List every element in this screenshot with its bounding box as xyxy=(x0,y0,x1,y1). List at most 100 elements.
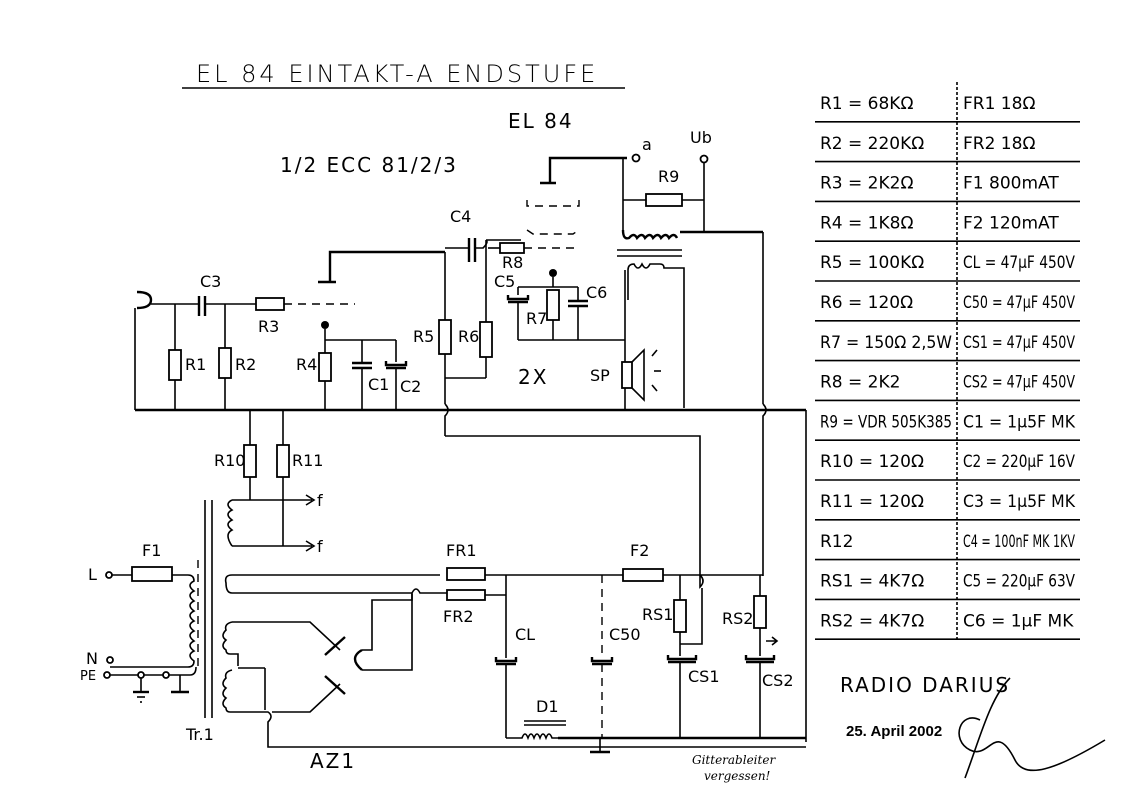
c3-label: C3 xyxy=(200,272,221,291)
r7-label: R7 xyxy=(526,309,547,328)
note-line-2: vergessen! xyxy=(704,769,771,783)
c5-label: C5 xyxy=(494,272,515,291)
neutral-terminal[interactable] xyxy=(106,656,114,664)
r2-label: R2 xyxy=(235,355,256,374)
cs1-capacitor xyxy=(666,655,698,661)
power-tube-label: EL 84 xyxy=(508,109,574,133)
r4-resistor xyxy=(318,352,332,382)
cl-capacitor xyxy=(494,657,518,663)
twox-label: 2X xyxy=(518,365,548,389)
heater-out-2-label: f xyxy=(317,537,323,556)
table-cell-resistor: R7 = 150Ω 2,5W xyxy=(820,333,952,353)
table-cell-component: FR1 18Ω xyxy=(963,94,1035,114)
fr2-resistor xyxy=(446,589,486,601)
rs2-resistor xyxy=(753,595,767,629)
table-cell-component: C1 = 1µ5F MK xyxy=(963,412,1076,432)
table-cell-component: CS1 = 47µF 450V xyxy=(963,333,1075,353)
r9-label: R9 xyxy=(658,167,679,186)
c6-label: C6 xyxy=(586,283,607,302)
r10-resistor xyxy=(243,444,257,478)
r2-resistor xyxy=(218,347,232,379)
output-transformer-secondary xyxy=(627,262,685,408)
signature-name: RADIO DARIUS xyxy=(840,673,1010,697)
neutral-terminal-label: N xyxy=(86,649,98,668)
r11-resistor xyxy=(276,444,290,478)
f1-label: F1 xyxy=(142,541,161,560)
fr1-label: FR1 xyxy=(446,541,477,560)
c2-capacitor xyxy=(384,361,408,367)
c5-capacitor xyxy=(506,295,530,301)
rails xyxy=(135,408,807,742)
table-cell-component: C5 = 220µF 63V xyxy=(963,572,1075,592)
r9-resistor xyxy=(645,193,683,207)
table-cell-component: C50 = 47µF 450V xyxy=(963,293,1075,313)
input-jack-icon[interactable] xyxy=(136,290,153,310)
c50-capacitor xyxy=(590,657,614,663)
c1-label: C1 xyxy=(368,375,389,394)
cs2-label: CS2 xyxy=(762,671,794,690)
cs2-capacitor xyxy=(744,655,776,661)
table-cell-resistor: R8 = 2K2 xyxy=(820,373,900,393)
table-cell-component: F1 800mAT xyxy=(963,174,1059,194)
hv-winding-2 xyxy=(222,669,806,748)
d1-label: D1 xyxy=(536,697,559,716)
az1-rectifier-cathode xyxy=(353,648,363,671)
table-cell-resistor: R4 = 1K8Ω xyxy=(820,213,913,233)
r11-label: R11 xyxy=(292,451,323,470)
f2-fuse xyxy=(622,568,664,582)
cathode-node xyxy=(321,321,329,329)
r7-resistor xyxy=(546,289,560,321)
heater-out-1-label: f xyxy=(317,491,323,510)
r1-resistor xyxy=(168,349,182,381)
table-cell-component: C2 = 220µF 16V xyxy=(963,452,1075,472)
table-cell-component: CS2 = 47µF 450V xyxy=(963,373,1075,393)
line-terminal-label: L xyxy=(88,565,97,584)
rs1-label: RS1 xyxy=(642,605,673,624)
c4-label: C4 xyxy=(450,207,471,226)
signature-date: 25. April 2002 xyxy=(846,723,942,740)
ub-terminal[interactable] xyxy=(699,154,709,164)
hv-winding-1 xyxy=(222,621,239,666)
r8-label: R8 xyxy=(502,253,523,272)
table-cell-resistor: R5 = 100KΩ xyxy=(820,253,924,273)
rs1-resistor xyxy=(673,599,687,633)
r6-label: R6 xyxy=(458,327,479,346)
preamp-tube-label: 1/2 ECC 81/2/3 xyxy=(280,153,458,177)
earth-terminal-label: PE xyxy=(80,669,96,684)
line-terminal[interactable] xyxy=(105,571,113,579)
anode-terminal[interactable] xyxy=(631,153,641,163)
f2-label: F2 xyxy=(630,541,649,560)
note-line-1: Gitterableiter xyxy=(692,753,776,767)
transformer-label: Tr.1 xyxy=(185,725,214,744)
table-cell-resistor: R1 = 68KΩ xyxy=(820,94,913,114)
power-stage: a Ub R9 C5 R7 C6 xyxy=(494,128,767,576)
ub-label: Ub xyxy=(690,128,712,147)
table-cell-resistor: R2 = 220KΩ xyxy=(820,134,924,154)
c50-label: C50 xyxy=(609,625,641,644)
table-cell-resistor: R3 = 2K2Ω xyxy=(820,174,913,194)
table-cell-resistor: R9 = VDR 505K385 xyxy=(820,412,952,432)
table-cell-resistor: R12 xyxy=(820,532,853,552)
r5-label: R5 xyxy=(413,327,434,346)
rs2-label: RS2 xyxy=(722,609,753,628)
table-cell-component: F2 120mAT xyxy=(963,213,1059,233)
table-cell-component: C6 = 1µF MK xyxy=(963,611,1074,631)
input-section: C3 R3 R1 R2 R4 C1 C2 xyxy=(134,207,580,436)
r3-resistor xyxy=(255,297,285,311)
table-cell-resistor: RS2 = 4K7Ω xyxy=(820,611,924,631)
d1-choke xyxy=(506,733,562,741)
f1-fuse xyxy=(131,566,173,582)
speaker-label: SP xyxy=(590,366,610,385)
signature-scribble xyxy=(958,677,1106,779)
r3-label: R3 xyxy=(258,317,279,336)
fr2-label: FR2 xyxy=(443,607,474,626)
heater-winding xyxy=(227,499,234,547)
mains-primary-winding xyxy=(110,574,196,668)
schematic-title: EL 84 EINTAKT-A ENDSTUFE xyxy=(196,60,598,88)
rectifier-heater-winding xyxy=(224,574,412,594)
speaker-icon xyxy=(621,361,633,389)
heater-section: R10 R11 f f xyxy=(214,444,323,556)
earth-terminal[interactable] xyxy=(103,671,111,679)
